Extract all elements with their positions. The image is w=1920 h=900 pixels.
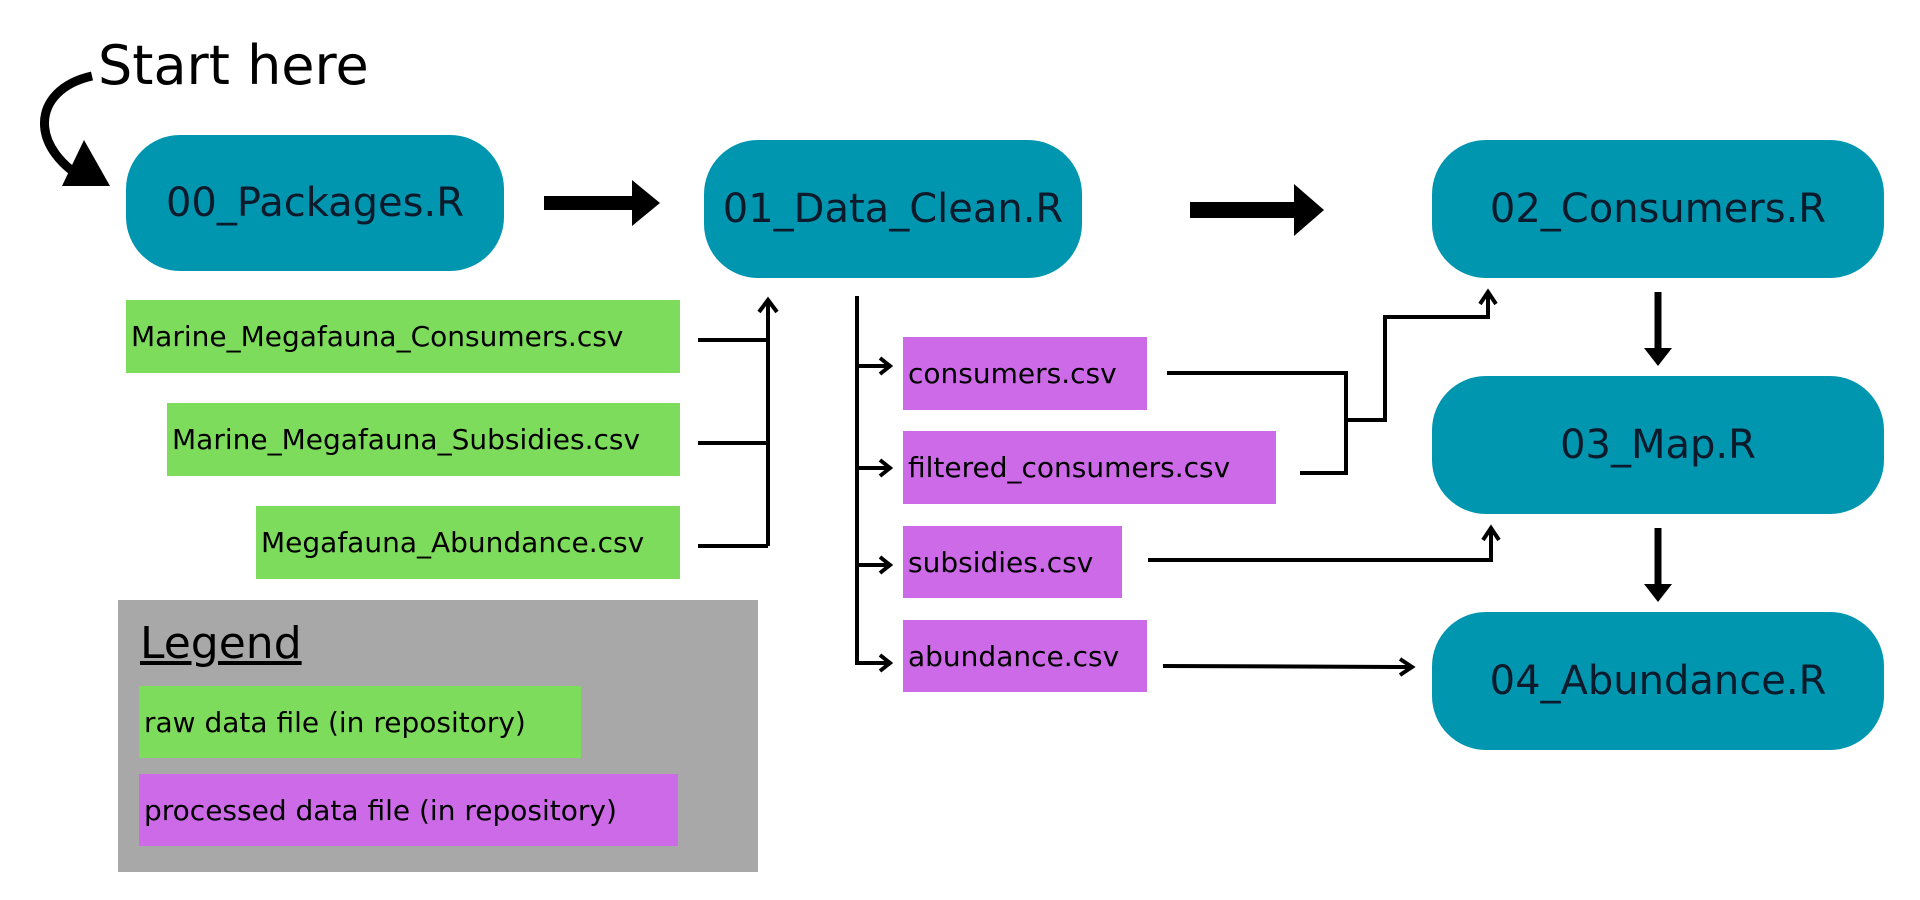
script-consumers: 02_Consumers.R: [1432, 140, 1884, 278]
start-here-label: Start here: [98, 34, 369, 97]
raw-file-abundance: Megafauna_Abundance.csv: [256, 506, 680, 579]
consumers-to-merge: [1167, 371, 1348, 475]
raw-merge-arrowhead: [757, 296, 779, 314]
raw-file-subsidies: Marine_Megafauna_Subsidies.csv: [167, 403, 680, 476]
output-abundance-arrowhead: [878, 653, 894, 673]
consumers-to-map-arrowhead: [1644, 348, 1672, 366]
script-data-clean: 01_Data_Clean.R: [704, 140, 1082, 278]
script-abundance: 04_Abundance.R: [1432, 612, 1884, 750]
packages-to-clean-arrowhead: [632, 180, 660, 226]
output-consumers-arrowhead: [878, 356, 894, 376]
map-arrowhead: [1481, 524, 1501, 542]
script-map: 03_Map.R: [1432, 376, 1884, 514]
legend-raw-swatch: raw data file (in repository): [139, 686, 581, 758]
raw-file-consumers: Marine_Megafauna_Consumers.csv: [126, 300, 680, 373]
consumers-script-arrowhead: [1478, 288, 1498, 306]
output-trunk-line: [855, 296, 890, 665]
abundance-to-abundance-script: [1162, 664, 1411, 669]
map-to-abundance-arrowhead: [1644, 584, 1672, 602]
start-arrowhead: [62, 140, 110, 186]
output-subsidies-arrowhead: [878, 555, 894, 575]
legend-title: Legend: [140, 618, 302, 669]
processed-file-filtered-consumers: filtered_consumers.csv: [903, 431, 1276, 504]
subsidies-to-map: [1148, 530, 1493, 562]
output-filtered-arrowhead: [878, 458, 894, 478]
processed-file-subsidies: subsidies.csv: [903, 526, 1122, 598]
processed-file-consumers: consumers.csv: [903, 337, 1147, 410]
processed-file-abundance: abundance.csv: [903, 620, 1147, 692]
abundance-script-arrowhead: [1398, 657, 1416, 677]
merge-to-consumers-script: [1346, 294, 1490, 422]
legend-processed-swatch: processed data file (in repository): [139, 774, 678, 846]
legend-panel: Legend raw data file (in repository) pro…: [118, 600, 758, 872]
clean-to-consumers-arrowhead: [1294, 184, 1324, 236]
script-packages: 00_Packages.R: [126, 135, 504, 271]
